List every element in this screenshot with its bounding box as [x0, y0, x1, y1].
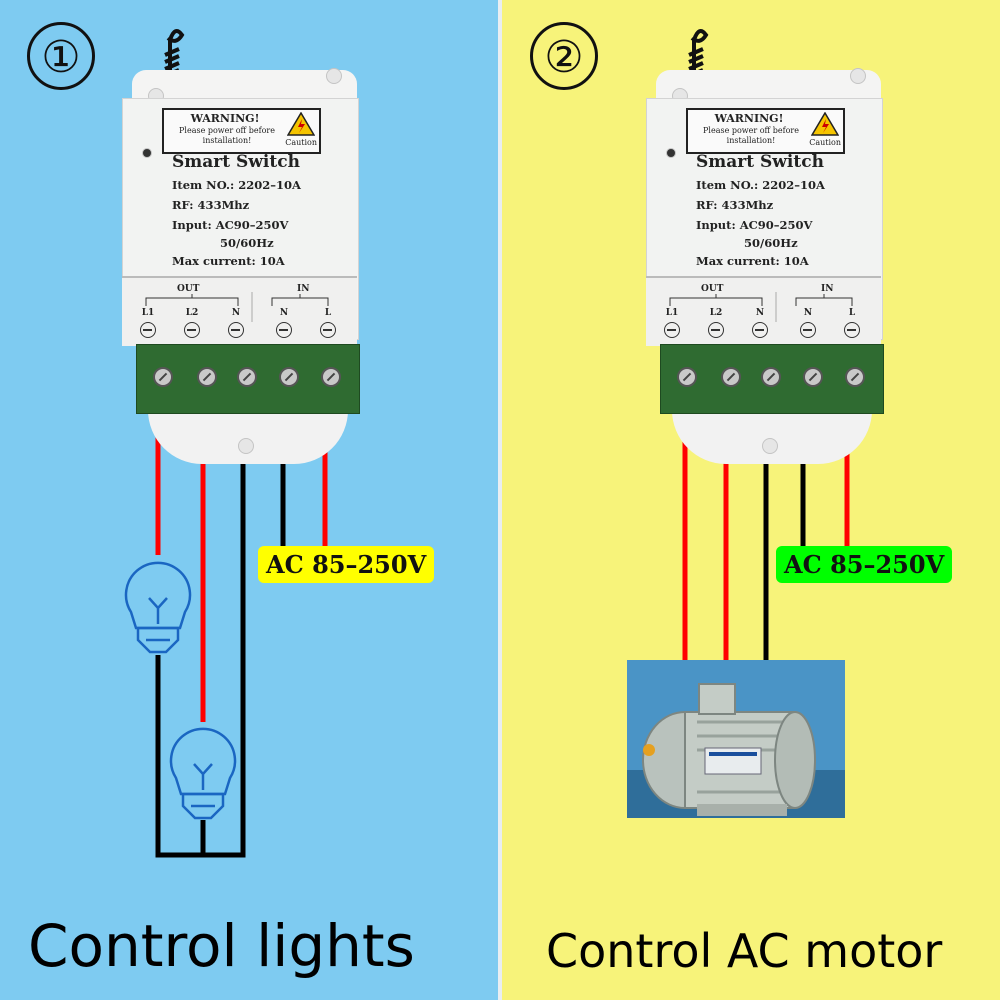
warning-triangle-icon [811, 112, 839, 136]
terminal-screw-icon [237, 367, 257, 387]
antenna-icon [164, 29, 185, 78]
max-current-spec: Max current: 10A [172, 254, 285, 268]
terminal-screw-icon [803, 367, 823, 387]
terminal-screw-icon [276, 322, 292, 338]
terminal-screw-icon [197, 367, 217, 387]
terminal-screw-icon [708, 322, 724, 338]
device-title: Smart Switch [696, 152, 824, 172]
terminal-label: N [231, 308, 241, 318]
terminal-screw-icon [320, 322, 336, 338]
frequency-spec: 50/60Hz [744, 236, 798, 250]
terminal-screw-icon [721, 367, 741, 387]
terminal-block [660, 344, 884, 414]
mounting-hole [850, 68, 866, 84]
out-label: OUT [701, 284, 724, 294]
input-spec: Input: AC90–250V [172, 218, 289, 232]
terminal-screw-icon [184, 322, 200, 338]
device-title: Smart Switch [172, 152, 300, 172]
out-label: OUT [177, 284, 200, 294]
status-led [142, 148, 152, 158]
mounting-hole [762, 438, 778, 454]
terminal-label: L1 [141, 308, 155, 318]
warning-title: WARNING! [714, 112, 784, 125]
terminal-screw-icon [140, 322, 156, 338]
terminal-screw-icon [228, 322, 244, 338]
terminal-label-strip: OUT IN L1 L2 N N L [646, 276, 881, 346]
status-led [666, 148, 676, 158]
terminal-label: N [279, 308, 289, 318]
warning-title: WARNING! [190, 112, 260, 125]
mounting-tab [148, 410, 348, 464]
terminal-label: L [848, 308, 856, 318]
terminal-label: N [755, 308, 765, 318]
terminal-screw-icon [761, 367, 781, 387]
terminal-label: N [803, 308, 813, 318]
rf-spec: RF: 433Mhz [172, 198, 250, 212]
supply-voltage-label: AC 85–250V [258, 546, 435, 583]
in-label: IN [821, 284, 834, 294]
terminal-screw-icon [677, 367, 697, 387]
warning-text: Please power off before installation! [179, 126, 275, 145]
terminal-screw-icon [153, 367, 173, 387]
smart-switch-device: WARNING! Please power off before install… [646, 38, 906, 464]
item-number: Item NO.: 2202–10A [172, 178, 301, 192]
terminal-label: L1 [665, 308, 679, 318]
caption-control-lights: Control lights [28, 912, 415, 980]
frequency-spec: 50/60Hz [220, 236, 274, 250]
rf-spec: RF: 433Mhz [696, 198, 774, 212]
terminal-screw-icon [752, 322, 768, 338]
terminal-label: L2 [709, 308, 723, 318]
max-current-spec: Max current: 10A [696, 254, 809, 268]
terminal-screw-icon [321, 367, 341, 387]
terminal-screw-icon [664, 322, 680, 338]
step-number: ① [27, 22, 95, 90]
panel-divider [498, 0, 502, 1000]
ac-motor-icon [627, 660, 845, 818]
terminal-screw-icon [844, 322, 860, 338]
supply-voltage-label: AC 85–250V [776, 546, 953, 583]
terminal-label: L [324, 308, 332, 318]
terminal-screw-icon [845, 367, 865, 387]
terminal-bracket [669, 292, 853, 322]
antenna-icon [688, 29, 709, 78]
warning-label: WARNING! Please power off before install… [162, 108, 321, 154]
mounting-hole [326, 68, 342, 84]
step-number: ② [530, 22, 598, 90]
item-number: Item NO.: 2202–10A [696, 178, 825, 192]
light-bulb-icon [124, 561, 192, 654]
mounting-hole [238, 438, 254, 454]
caption-control-motor: Control AC motor [546, 924, 943, 978]
mounting-tab [672, 410, 872, 464]
warning-text: Please power off before installation! [703, 126, 799, 145]
warning-label: WARNING! Please power off before install… [686, 108, 845, 154]
smart-switch-device: WARNING! Please power off before install… [122, 38, 382, 464]
light-bulb-icon [169, 727, 237, 820]
terminal-screw-icon [800, 322, 816, 338]
terminal-bracket [145, 292, 329, 322]
terminal-block [136, 344, 360, 414]
terminal-screw-icon [279, 367, 299, 387]
terminal-label-strip: OUT IN L1 L2 N N L [122, 276, 357, 346]
caution-text: Caution [809, 138, 841, 147]
terminal-label: L2 [185, 308, 199, 318]
in-label: IN [297, 284, 310, 294]
warning-triangle-icon [287, 112, 315, 136]
input-spec: Input: AC90–250V [696, 218, 813, 232]
caution-text: Caution [285, 138, 317, 147]
